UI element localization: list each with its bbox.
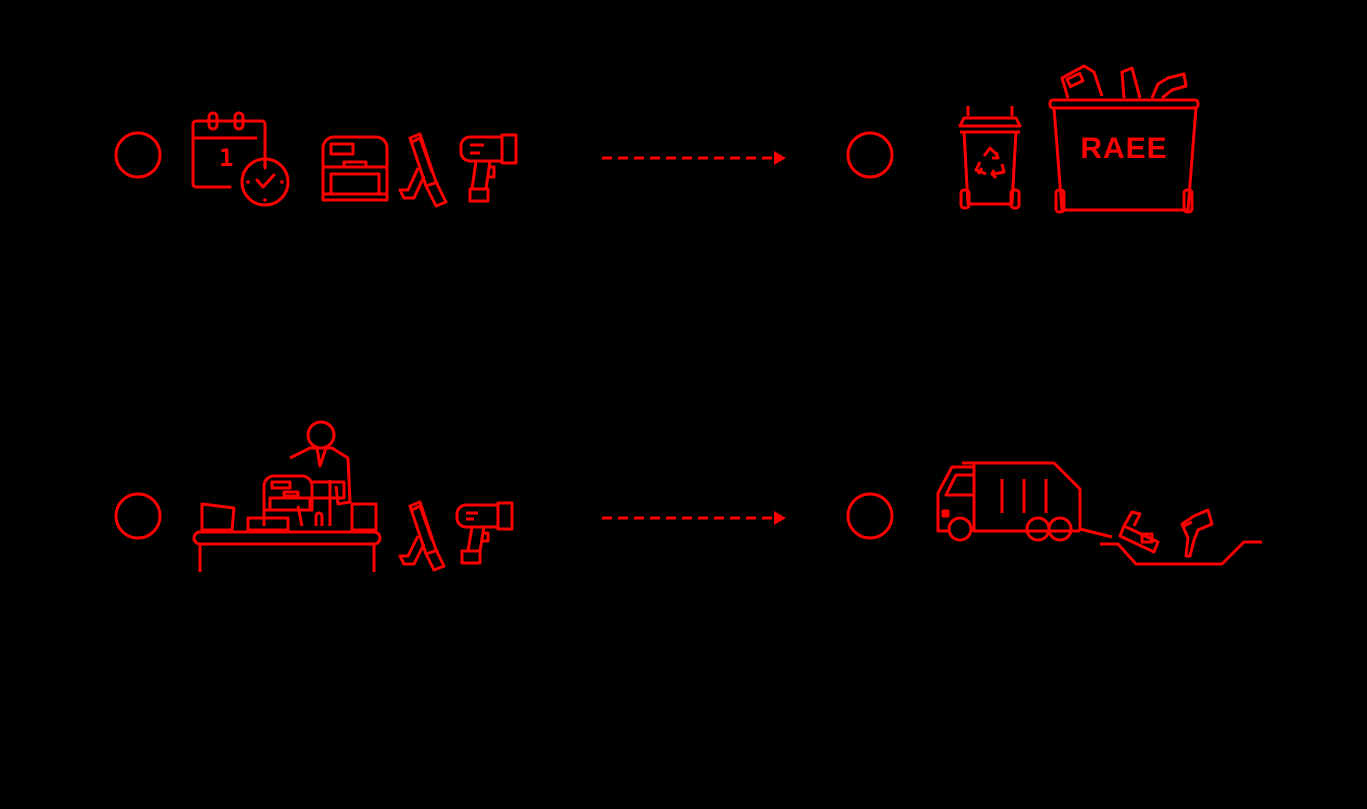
step-circle-row1-right [846,131,894,179]
handheld-scanner-icon [398,500,446,572]
printer-icon [321,135,389,202]
dashed-arrow-icon [602,151,786,165]
dashed-arrow-icon [602,511,786,525]
barcode-scanner-gun-icon [459,133,518,203]
calendar-clock-icon [191,111,290,207]
person-at-desk-with-printer-icon [192,420,382,572]
recycling-bin-icon [958,106,1022,210]
garbage-truck-icon [936,461,1113,542]
raee-label: RAEE [1080,132,1168,165]
calendar-day-number: 1 [219,144,234,172]
step-circle-row2-left [114,492,162,540]
handheld-scanner-icon [398,132,448,208]
step-circle-row1-left [114,131,162,179]
step-circle-row2-right [846,492,894,540]
raee-container-icon [1048,64,1200,214]
barcode-scanner-gun-icon [455,501,514,565]
landfill-with-devices-icon [1100,508,1262,566]
